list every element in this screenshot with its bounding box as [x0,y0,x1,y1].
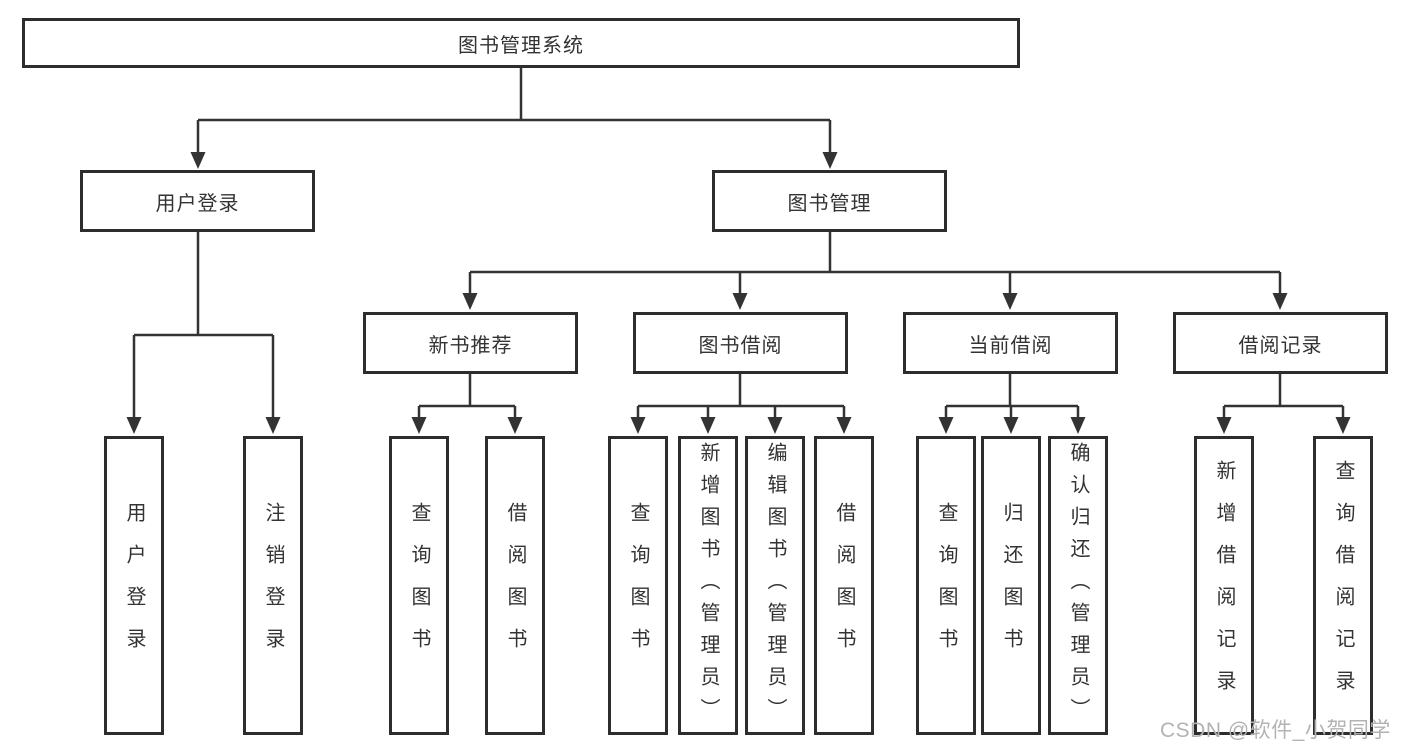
node-book-borrowing: 图书借阅 [633,312,848,374]
leaf-edit-books-admin: 编辑图书（管理员） [745,436,805,735]
leaf-query-books-recommend: 查询图书 [389,436,449,735]
leaf-borrow-books-recommend: 借阅图书 [485,436,545,735]
node-borrowing-records: 借阅记录 [1173,312,1388,374]
leaf-logout: 注销登录 [243,436,303,735]
leaf-return-books: 归还图书 [981,436,1041,735]
leaf-borrow-books-borrowing: 借阅图书 [814,436,874,735]
node-new-book-recommendation: 新书推荐 [363,312,578,374]
leaf-add-borrow-record: 新增借阅记录 [1194,436,1254,735]
leaf-query-books-borrowing: 查询图书 [608,436,668,735]
node-user-login: 用户登录 [80,170,315,232]
leaf-add-books-admin: 新增图书（管理员） [678,436,738,735]
leaf-confirm-return-admin: 确认归还（管理员） [1048,436,1108,735]
leaf-query-books-current: 查询图书 [916,436,976,735]
node-book-management: 图书管理 [712,170,947,232]
node-book-management-system: 图书管理系统 [22,18,1020,68]
leaf-query-borrow-record: 查询借阅记录 [1313,436,1373,735]
node-current-borrowing: 当前借阅 [903,312,1118,374]
arrowheads [126,152,1351,434]
csdn-watermark: CSDN @软件_小贺同学 [1160,719,1391,742]
leaf-user-login: 用户登录 [104,436,164,735]
